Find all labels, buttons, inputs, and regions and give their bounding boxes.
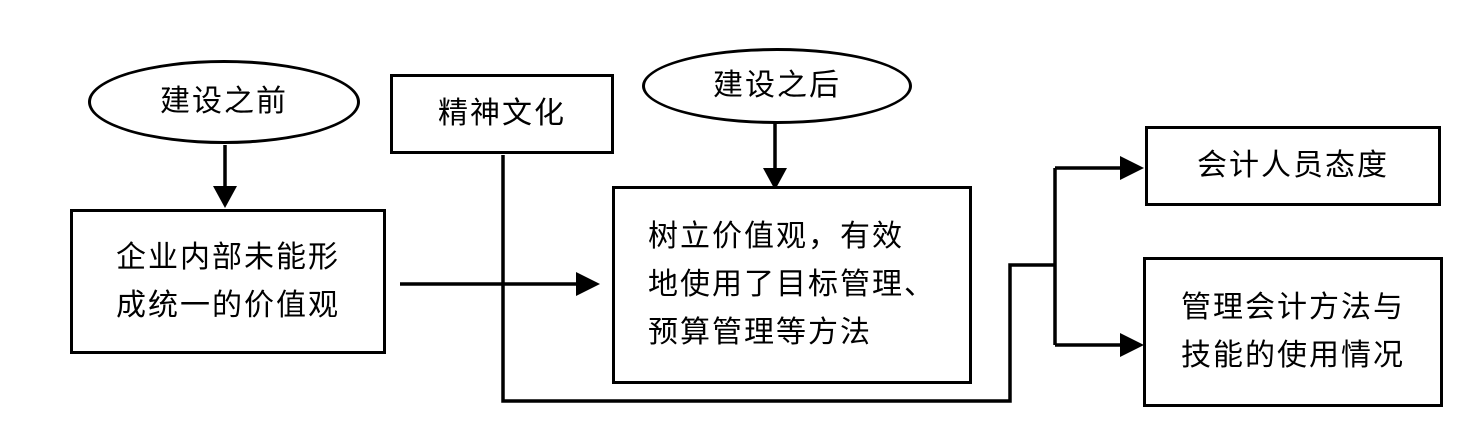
solution-line-2: 地使用了目标管理、 [648, 267, 936, 302]
methods-usage-line-2: 技能的使用情况 [1181, 338, 1405, 373]
methods-usage-text: 管理会计方法与 技能的使用情况 [1181, 284, 1405, 380]
problem-box: 企业内部未能形 成统一的价值观 [70, 209, 386, 354]
before-construction-label: 建设之前 [160, 84, 288, 119]
connector-spirit-route [501, 155, 1055, 403]
arrowhead-to-solution-left [576, 272, 600, 296]
arrowhead-to-methods [1120, 333, 1144, 357]
problem-text: 企业内部未能形 成统一的价值观 [116, 234, 340, 330]
before-construction-oval: 建设之前 [88, 60, 360, 144]
arrowhead-to-solution [763, 168, 787, 190]
methods-usage-line-1: 管理会计方法与 [1181, 290, 1405, 325]
accountant-attitude-box: 会计人员态度 [1145, 126, 1441, 206]
arrowhead-to-attitude [1120, 156, 1144, 180]
accountant-attitude-label: 会计人员态度 [1197, 148, 1389, 183]
solution-text: 树立价值观，有效 地使用了目标管理、 预算管理等方法 [648, 213, 936, 357]
problem-line-1: 企业内部未能形 [116, 239, 340, 275]
solution-line-1: 树立价值观，有效 [648, 219, 904, 254]
spirit-culture-label: 精神文化 [438, 96, 566, 131]
methods-usage-box: 管理会计方法与 技能的使用情况 [1143, 257, 1443, 407]
solution-line-3: 预算管理等方法 [648, 315, 872, 350]
problem-line-2: 成统一的价值观 [116, 287, 340, 323]
after-construction-label: 建设之后 [713, 68, 841, 103]
solution-box: 树立价值观，有效 地使用了目标管理、 预算管理等方法 [612, 186, 972, 384]
after-construction-oval: 建设之后 [642, 48, 912, 124]
spirit-culture-box: 精神文化 [390, 74, 614, 154]
arrowhead-to-problem [213, 186, 237, 208]
